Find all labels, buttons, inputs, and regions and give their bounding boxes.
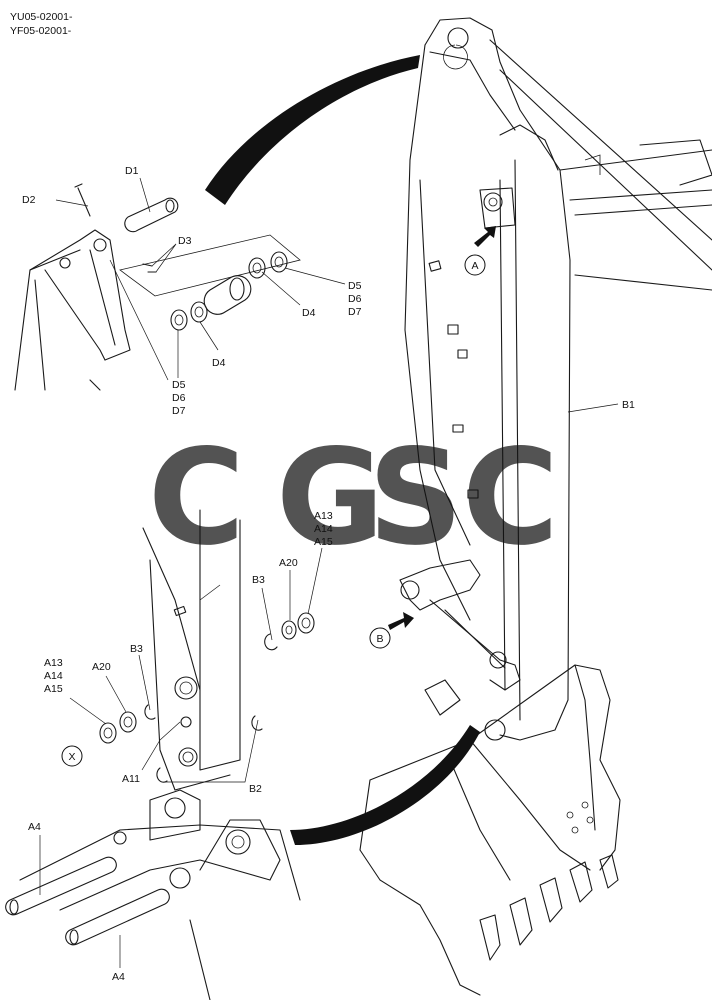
callout-a: A — [464, 254, 486, 276]
arm-pin-boss-a — [483, 192, 503, 212]
pin-a4-lower — [65, 888, 170, 946]
label-a15-left: A15 — [44, 683, 63, 695]
callout-x: X — [61, 745, 83, 767]
label-a4-lower: A4 — [112, 971, 125, 983]
label-b3-left: B3 — [130, 643, 143, 655]
pin-d1 — [124, 197, 179, 233]
label-b2: B2 — [249, 783, 262, 795]
svg-text:X: X — [68, 751, 75, 763]
label-b1: B1 — [622, 399, 635, 411]
label-d2: D2 — [22, 194, 36, 206]
arrow-to-a — [474, 226, 496, 247]
arm-assembly — [359, 17, 712, 996]
detail-a — [14, 177, 346, 391]
svg-text:B: B — [376, 633, 383, 645]
model-code-2: YF05-02001- — [10, 25, 72, 37]
label-d1: D1 — [125, 165, 139, 177]
arrow-to-b — [388, 612, 414, 630]
callout-b: B — [369, 627, 391, 649]
bushing — [203, 275, 252, 315]
label-a20-left: A20 — [92, 661, 111, 673]
detail-arrow-top — [205, 55, 420, 205]
model-code-1: YU05-02001- — [10, 11, 73, 23]
detail-arrow-bottom — [290, 725, 480, 845]
arm-top-pin-hole — [447, 27, 469, 49]
label-a14-left: A14 — [44, 670, 63, 682]
watermark-letter-c1: C — [148, 421, 245, 575]
label-b3-right: B3 — [252, 574, 265, 586]
watermark-letter-s: S — [368, 421, 463, 575]
watermark-letter-g: G — [276, 421, 384, 575]
watermark-letter-c2: C — [462, 421, 559, 575]
label-a20-right: A20 — [279, 557, 298, 569]
label-a14-right: A14 — [314, 523, 333, 535]
label-d6-left: D6 — [172, 392, 186, 404]
pin-a4-upper — [5, 856, 117, 916]
link-pin-b — [400, 580, 420, 600]
label-a13-left: A13 — [44, 657, 63, 669]
label-a13-right: A13 — [314, 510, 333, 522]
label-d3: D3 — [178, 235, 192, 247]
label-d4-left: D4 — [212, 357, 226, 369]
label-d7-left: D7 — [172, 405, 186, 417]
label-d5-right: D5 — [348, 280, 362, 292]
label-d5-left: D5 — [172, 379, 186, 391]
detail-b — [5, 509, 323, 1001]
label-d6-right: D6 — [348, 293, 362, 305]
label-a11: A11 — [122, 773, 140, 785]
label-d4-right: D4 — [302, 307, 316, 319]
label-d7-right: D7 — [348, 306, 362, 318]
svg-text:A: A — [471, 260, 478, 272]
label-a4-upper: A4 — [28, 821, 41, 833]
part-labels: D1 D2 D3 D5 D6 D7 D4 D4 D5 D6 D7 B1 A13 … — [22, 165, 635, 983]
label-a15-right: A15 — [314, 536, 333, 548]
watermark: C G S C — [148, 421, 559, 575]
